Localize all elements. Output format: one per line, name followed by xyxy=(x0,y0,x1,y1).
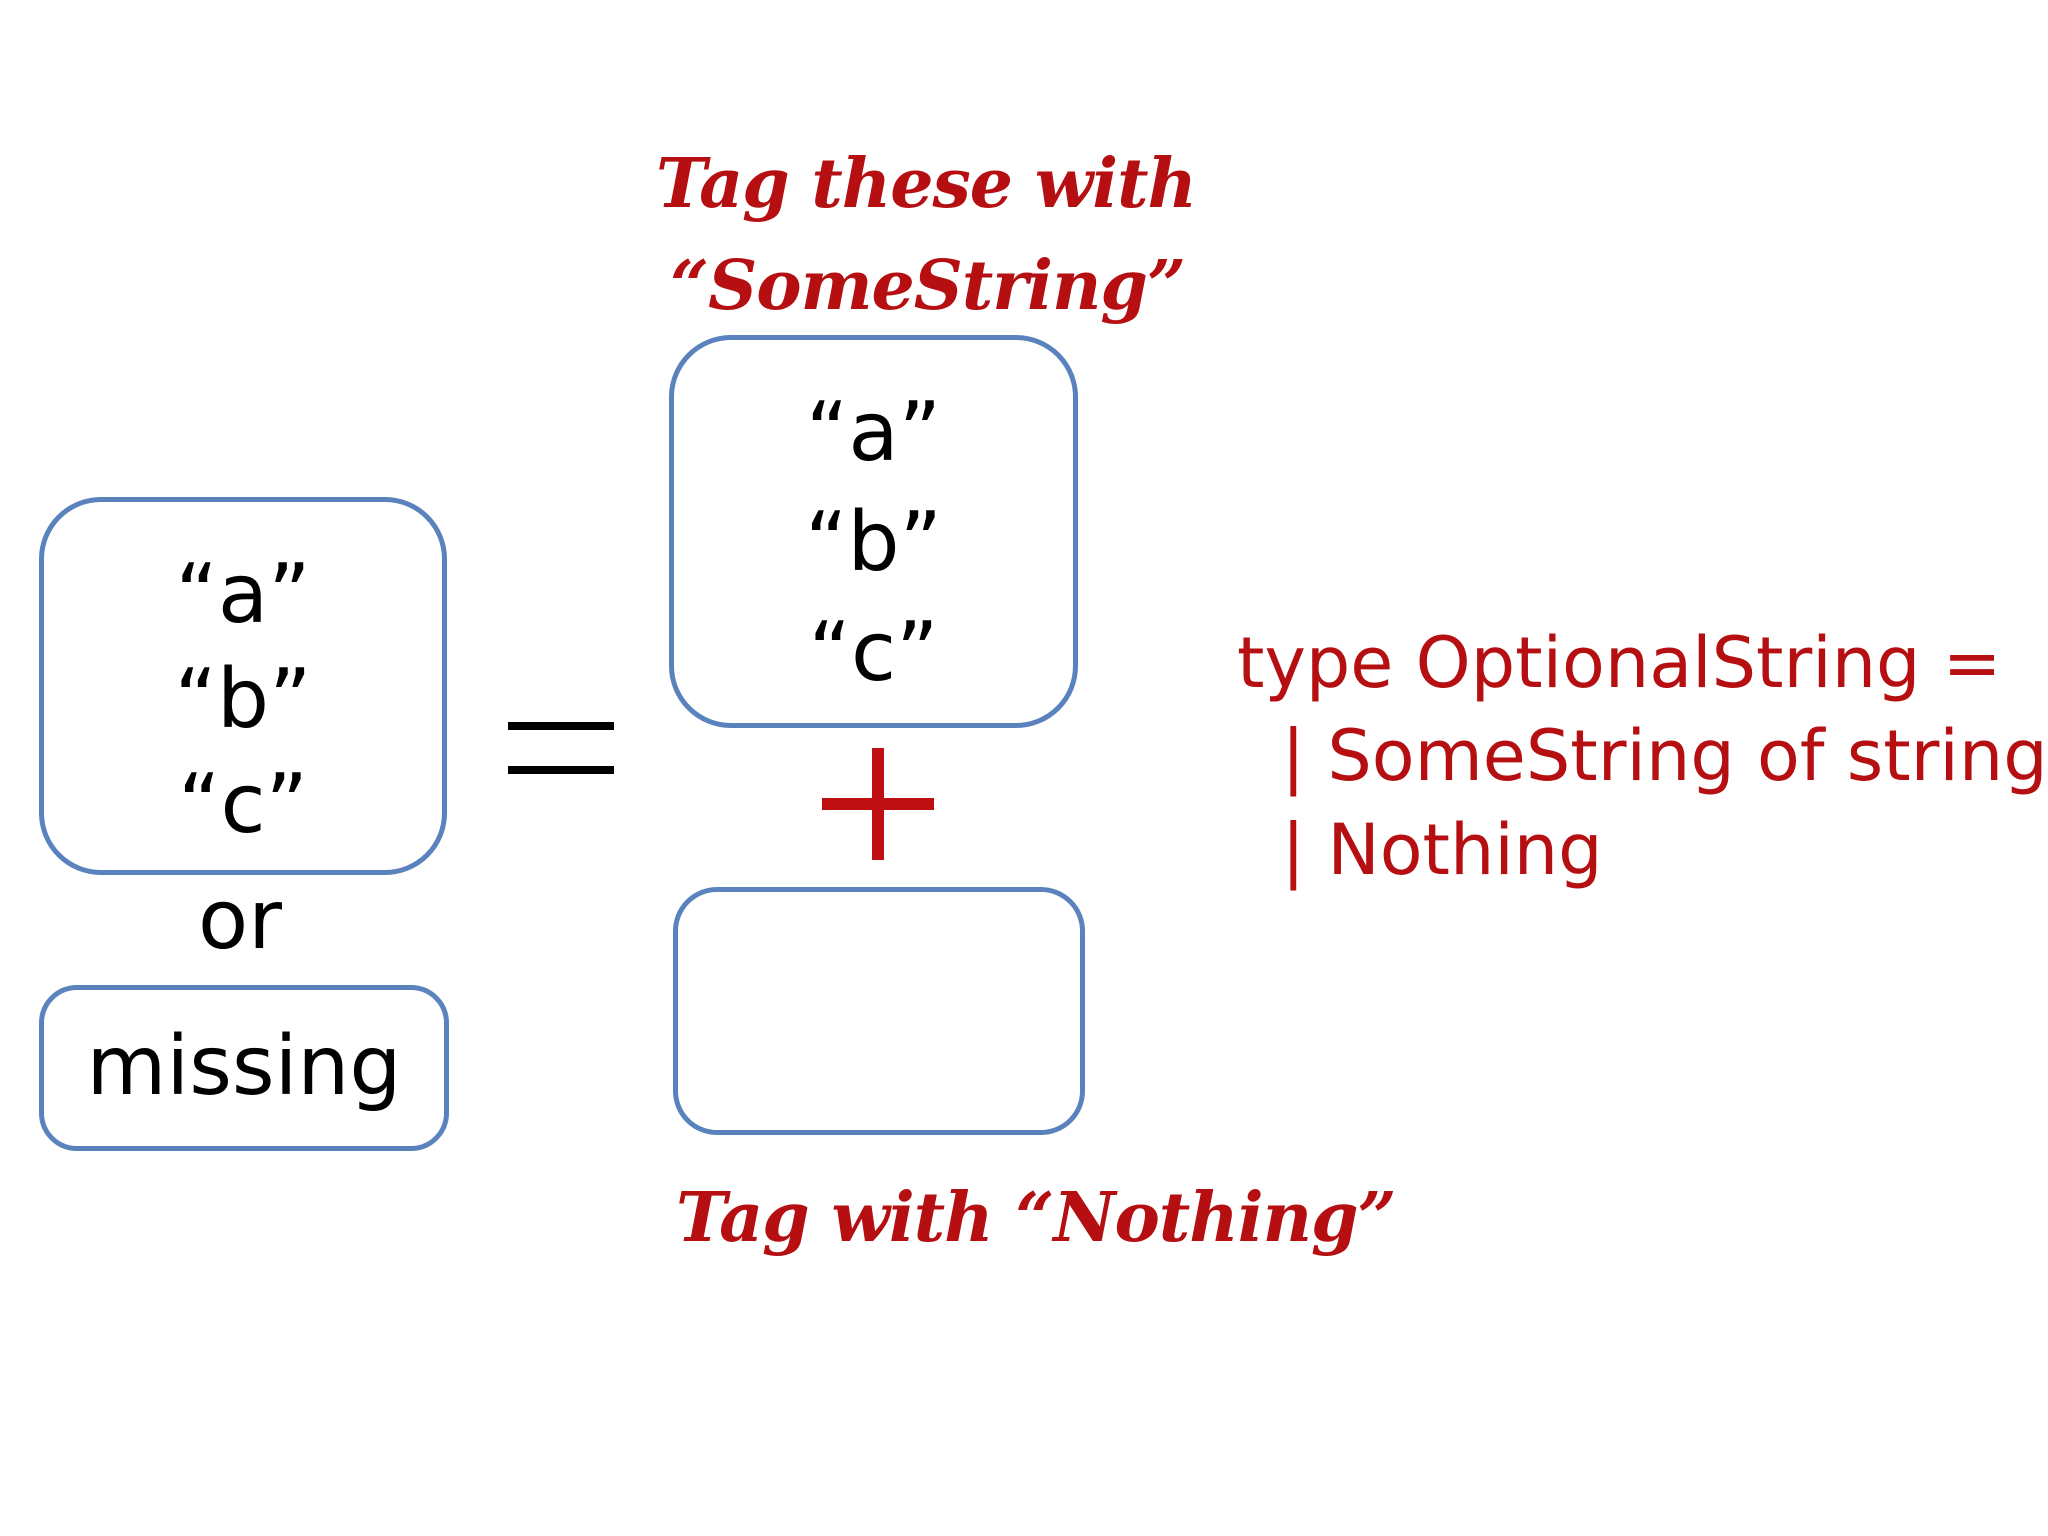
or-label: or xyxy=(198,873,282,968)
nothing-empty-box xyxy=(673,887,1085,1135)
tag-nothing-annotation: Tag with “Nothing” xyxy=(676,1178,1397,1258)
left-value-b: “b” xyxy=(174,652,312,747)
missing-label: missing xyxy=(86,1019,402,1114)
somestring-values-box: “a” “b” “c” xyxy=(669,335,1078,728)
left-value-c: “c” xyxy=(177,757,309,852)
missing-box: missing xyxy=(39,985,449,1151)
code-line-type: type OptionalString = xyxy=(1237,622,2002,704)
equals-top-bar xyxy=(508,722,614,730)
left-values-box: “a” “b” “c” xyxy=(39,497,447,875)
tag-somestring-annotation-line1: Tag these with xyxy=(656,144,1197,224)
equals-bottom-bar xyxy=(508,766,614,774)
code-line-somestring-case: | SomeString of string xyxy=(1237,715,2048,797)
left-value-a: “a” xyxy=(175,547,311,642)
tag-somestring-annotation-line2: “SomeString” xyxy=(670,246,1186,326)
somestring-value-c: “c” xyxy=(808,605,939,700)
somestring-value-b: “b” xyxy=(804,495,942,590)
code-line-nothing-case: | Nothing xyxy=(1237,809,1603,891)
plus-vertical-bar xyxy=(872,748,884,860)
somestring-value-a: “a” xyxy=(805,385,942,480)
